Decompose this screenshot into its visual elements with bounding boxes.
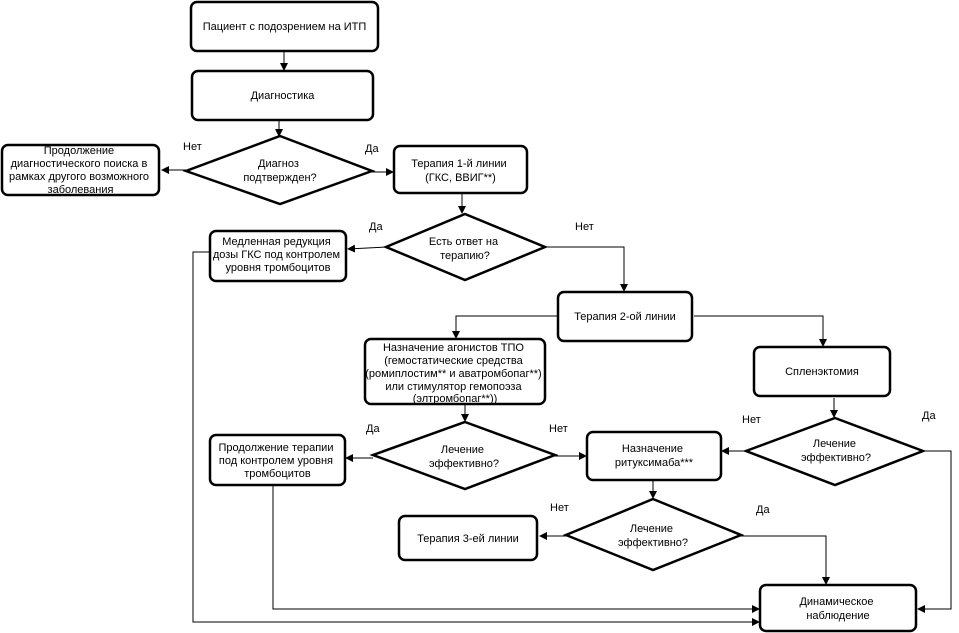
- edge-line2-splen: [694, 315, 827, 347]
- edge-eff2-observe: [917, 450, 952, 613]
- svg-text:Продолжение терапии под: Продолжение терапии под контролем уровня…: [218, 442, 336, 480]
- node-other-diagnosis-search-line-3: рамках другого возможного: [9, 171, 149, 183]
- svg-text:Есть ответ на терапию?: Есть ответ на терапию?: [429, 236, 501, 262]
- decision-treatment-effective-2-line-2: эффективно?: [801, 452, 871, 464]
- svg-text:Продолжение диагностичес: Продолжение диагностического поиска в ра…: [9, 145, 152, 196]
- svg-text:Спленэктомия: Спленэктомия: [785, 366, 859, 378]
- svg-text:Диагностика: Диагностика: [251, 90, 316, 102]
- svg-text:Лечение эффективно?: Лечение эффективно?: [429, 444, 499, 470]
- edges: [161, 52, 952, 626]
- svg-text:Динамическое наблюдение: Динамическое наблюдение: [799, 596, 876, 622]
- decision-treatment-effective-1-line-2: эффективно?: [429, 458, 499, 470]
- node-other-diagnosis-search-line-1: Продолжение: [44, 145, 114, 157]
- node-second-line-therapy: Терапия 2-ой линии: [556, 290, 694, 343]
- node-tpo-agonists-line-2: (гемостатические средства: [384, 355, 523, 367]
- node-rituximab-line-2: ритуксимаба***: [615, 457, 694, 469]
- decision-treatment-effective-1-line-1: Лечение: [441, 444, 484, 456]
- svg-text:Медленная редукция дозы: Медленная редукция дозы ГКС под контроле…: [213, 236, 343, 274]
- edge-labels: Нет Да Да Нет Да Нет Нет Да Нет Да: [183, 141, 936, 516]
- svg-text:Терапия 3-ей линии: Терапия 3-ей линии: [417, 533, 519, 545]
- label-yes-eff3: Да: [756, 504, 770, 516]
- label-yes-eff1: Да: [366, 423, 380, 435]
- node-observation: Динамическое наблюдение: [758, 583, 918, 633]
- svg-text:Терапия 2-ой линии: Терапия 2-ой линии: [574, 311, 676, 323]
- node-rituximab-line-1: Назначение: [622, 443, 683, 455]
- label-no-eff2: Нет: [742, 414, 761, 426]
- node-first-line-therapy-line-1: Терапия 1-й линии: [411, 158, 506, 170]
- label-no-response: Нет: [575, 221, 594, 233]
- node-third-line-therapy: Терапия 3-ей линии: [397, 514, 539, 562]
- decision-treatment-effective-3-line-1: Лечение: [630, 523, 673, 535]
- edge-line2-tpo: [452, 315, 558, 339]
- svg-text:Диагноз подтвержден?: Диагноз подтвержден?: [243, 158, 316, 184]
- node-continue-therapy-line-1: Продолжение терапии: [218, 442, 333, 454]
- decision-diagnosis-confirmed-line-2: подтвержден?: [243, 172, 316, 184]
- label-no-confirmed: Нет: [183, 141, 202, 153]
- svg-text:Пациент с подозрением на ИТП: Пациент с подозрением на ИТП: [203, 21, 367, 33]
- decision-treatment-effective-3-line-2: эффективно?: [618, 537, 688, 549]
- node-tpo-agonists: Назначение агонистов ТПО (гемостатически…: [363, 337, 547, 406]
- label-no-eff3: Нет: [550, 502, 569, 514]
- svg-text:Лечение эффективно?: Лечение эффективно?: [801, 438, 871, 464]
- node-tpo-agonists-line-1: Назначение агонистов ТПО: [383, 342, 524, 354]
- label-yes-eff2: Да: [922, 410, 936, 422]
- edge-eff3-observe: [741, 535, 830, 585]
- svg-text:Назначение агонистов ТПО: Назначение агонистов ТПО (гемостатически…: [365, 342, 545, 405]
- decision-diagnosis-confirmed: Диагноз подтвержден?: [182, 134, 376, 206]
- node-splenectomy-line-1: Спленэктомия: [785, 366, 859, 378]
- node-slow-gcs-reduction-line-2: дозы ГКС под контролем: [213, 249, 340, 261]
- decision-therapy-response-line-1: Есть ответ на: [429, 236, 499, 248]
- label-yes-confirmed: Да: [365, 143, 379, 155]
- node-diagnostics: Диагностика: [190, 69, 375, 122]
- node-suspected-patient-line-1: Пациент с подозрением на ИТП: [203, 21, 367, 33]
- node-first-line-therapy: Терапия 1-й линии (ГКС, ВВИГ**): [392, 144, 529, 195]
- node-slow-gcs-reduction-line-3: уровня тромбоцитов: [226, 262, 331, 274]
- svg-text:Терапия 1-й линии (ГКС,: Терапия 1-й линии (ГКС, ВВИГ**): [411, 158, 510, 184]
- node-other-diagnosis-search: Продолжение диагностического поиска в ра…: [0, 143, 161, 197]
- node-other-diagnosis-search-line-2: диагностического поиска в: [11, 158, 148, 170]
- node-continue-therapy: Продолжение терапии под контролем уровня…: [208, 433, 347, 487]
- decision-diagnosis-confirmed-line-1: Диагноз: [258, 158, 299, 170]
- decision-treatment-effective-2: Лечение эффективно?: [742, 416, 927, 487]
- node-tpo-agonists-line-3: (ромиплостим** и аватромбопаг**): [365, 368, 541, 380]
- node-continue-therapy-line-2: под контролем уровня: [219, 455, 333, 467]
- decision-treatment-effective-2-line-1: Лечение: [813, 438, 856, 450]
- node-third-line-therapy-line-1: Терапия 3-ей линии: [417, 533, 519, 545]
- node-observation-line-1: Динамическое: [799, 596, 873, 608]
- node-tpo-agonists-line-4: или стимулятор гемопоэза: [385, 381, 522, 393]
- edge-slow-observe: [192, 251, 760, 626]
- label-no-eff1: Нет: [549, 423, 568, 435]
- svg-text:Лечение эффективно?: Лечение эффективно?: [618, 523, 688, 549]
- decision-therapy-response-line-2: терапию?: [440, 250, 490, 262]
- node-slow-gcs-reduction-line-1: Медленная редукция: [222, 236, 331, 248]
- decision-treatment-effective-3: Лечение эффективно?: [562, 497, 745, 572]
- svg-text:Назначение ритуксимаба**: Назначение ритуксимаба***: [615, 443, 694, 469]
- decision-treatment-effective-1: Лечение эффективно?: [369, 420, 559, 491]
- node-tpo-agonists-line-5: (элтромбопаг**)): [413, 393, 498, 405]
- node-other-diagnosis-search-line-4: заболевания: [48, 184, 114, 196]
- node-splenectomy: Спленэктомия: [752, 345, 892, 398]
- node-slow-gcs-reduction: Медленная редукция дозы ГКС под контроле…: [208, 229, 348, 283]
- edge-contin-observe: [272, 485, 760, 613]
- edge-response-slow: [347, 244, 388, 253]
- decision-therapy-response: Есть ответ на терапию?: [382, 212, 549, 282]
- node-diagnostics-line-1: Диагностика: [251, 90, 316, 102]
- node-rituximab: Назначение ритуксимаба***: [585, 430, 723, 482]
- node-first-line-therapy-line-2: (ГКС, ВВИГ**): [425, 172, 496, 184]
- node-suspected-patient: Пациент с подозрением на ИТП: [189, 0, 380, 53]
- node-second-line-therapy-line-1: Терапия 2-ой линии: [574, 311, 676, 323]
- edge-response-line2: [545, 246, 628, 292]
- label-yes-response: Да: [369, 221, 383, 233]
- node-continue-therapy-line-3: тромбоцитов: [244, 468, 311, 480]
- node-observation-line-2: наблюдение: [806, 610, 869, 622]
